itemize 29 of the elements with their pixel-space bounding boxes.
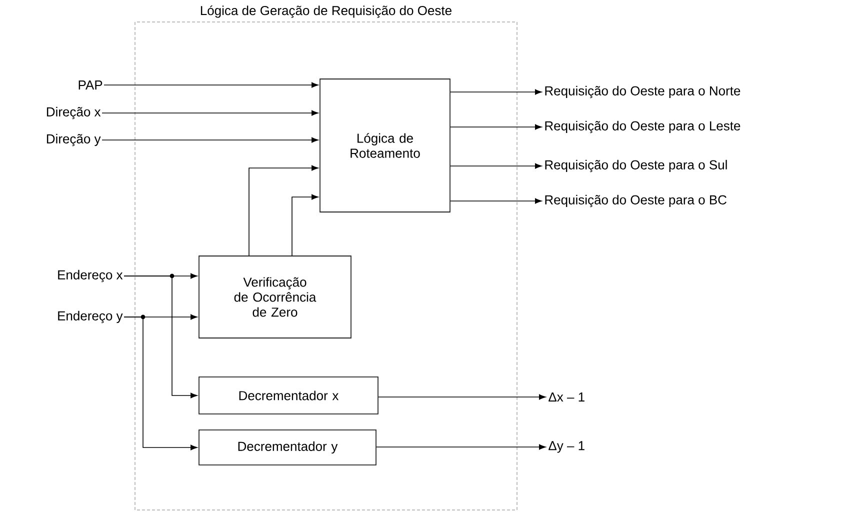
arrow (104, 82, 318, 88)
arrow (450, 198, 542, 204)
arrow (450, 89, 542, 95)
signal-label: Endereço x (58, 270, 123, 282)
signal-label: Direção y (46, 134, 101, 146)
signal-label: Endereço y (58, 310, 123, 324)
node-label: Lógica de Geração de Requisição do Oeste (200, 5, 452, 18)
signal-label: Direção x (46, 106, 101, 120)
logic-block: Verificação de Ocorrência de Zero (198, 256, 352, 338)
arrow (124, 316, 198, 450)
signal-label: Δx – 1 (548, 392, 584, 402)
signal-label: Requisição do Oeste para o Norte (545, 86, 740, 98)
signal-label: Requisição do Oeste para o Sul (545, 160, 727, 172)
arrow (248, 165, 318, 256)
arrow (102, 110, 318, 116)
arrow (292, 194, 318, 256)
arrow (124, 276, 198, 398)
logic-block: Decrementador y (198, 430, 376, 466)
arrow (376, 444, 546, 450)
signal-label: Δy – 1 (548, 441, 584, 453)
arrow (450, 124, 542, 130)
logic-block: Lógica de Roteamento (320, 78, 450, 212)
signal-label: PAP (78, 80, 102, 90)
arrow (378, 394, 546, 400)
arrow (450, 163, 542, 169)
signal-label: Requisição do Oeste para o BC (545, 194, 726, 208)
logic-block: Decrementador x (198, 376, 378, 414)
signal-label: Requisição do Oeste para o Leste (545, 120, 740, 134)
arrow (102, 137, 318, 143)
